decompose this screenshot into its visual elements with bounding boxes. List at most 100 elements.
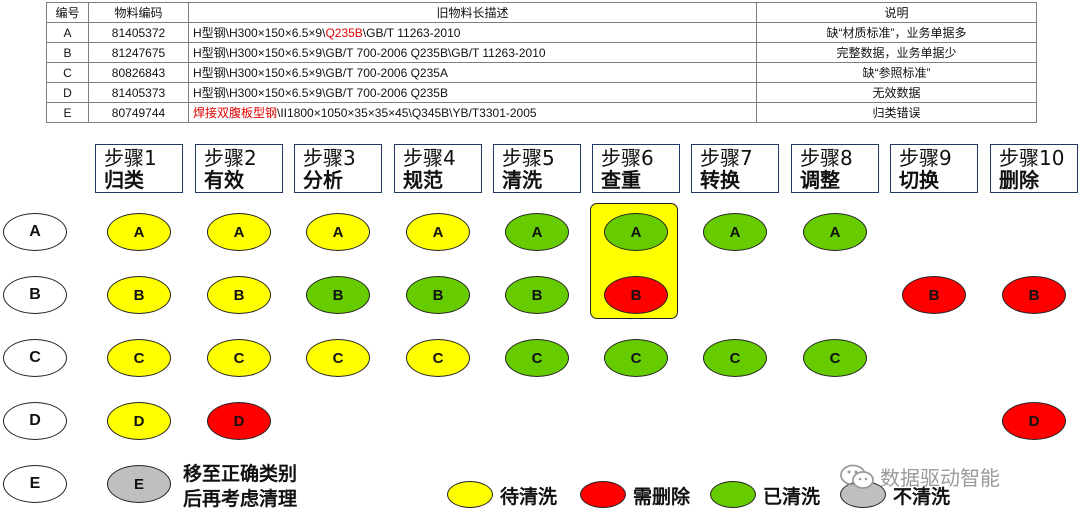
status-oval-b-step4: B — [406, 276, 470, 314]
step-number: 步骤3 — [303, 146, 356, 170]
status-oval-b-step9: B — [902, 276, 966, 314]
note-line2: 后再考虑清理 — [183, 488, 298, 510]
cell-note: 完整数据，业务单据少 — [756, 42, 1037, 63]
desc-text: H型钢\H300×150×6.5×9\GB/T 700-2006 Q235B — [193, 85, 448, 100]
desc-text: H型钢\H300×150×6.5×9\GB/T 700-2006 Q235B\G… — [193, 45, 546, 60]
status-oval-a-step1: A — [107, 213, 171, 251]
step-title: 归类 — [104, 168, 144, 192]
status-oval-b-step3: B — [306, 276, 370, 314]
status-oval-d-step2: D — [207, 402, 271, 440]
legend-label: 需删除 — [633, 486, 691, 508]
row-label-a: A — [3, 213, 67, 251]
status-oval-a-step6: A — [604, 213, 668, 251]
step-number: 步骤10 — [999, 146, 1065, 170]
step-number: 步骤1 — [104, 146, 157, 170]
row-label-d: D — [3, 402, 67, 440]
step-number: 步骤7 — [700, 146, 753, 170]
status-oval-a-step8: A — [803, 213, 867, 251]
status-oval-a-step3: A — [306, 213, 370, 251]
status-oval-c-step8: C — [803, 339, 867, 377]
legend-label: 待清洗 — [500, 486, 558, 508]
header-code: 物料编码 — [88, 2, 189, 23]
desc-text: H型钢\H300×150×6.5×9\GB/T 700-2006 Q235A — [193, 65, 448, 80]
cell-code: 81405372 — [88, 22, 189, 43]
status-oval-c-step3: C — [306, 339, 370, 377]
legend-label: 不清洗 — [893, 486, 951, 508]
step-number: 步骤6 — [601, 146, 654, 170]
legend-swatch-red — [580, 481, 626, 508]
table-header-row: 编号 物料编码 旧物料长描述 说明 — [46, 2, 1037, 23]
step-title: 有效 — [204, 168, 244, 192]
cell-desc: H型钢\H300×150×6.5×9\GB/T 700-2006 Q235A — [188, 62, 757, 83]
status-oval-a-step4: A — [406, 213, 470, 251]
note-line1: 移至正确类别 — [183, 463, 298, 485]
step-title: 清洗 — [502, 168, 542, 192]
step-title: 删除 — [999, 168, 1039, 192]
cell-desc: 焊接双腹板型钢\II1800×1050×35×35×45\Q345B\YB/T3… — [188, 102, 757, 123]
cell-code: 81405373 — [88, 82, 189, 103]
header-desc: 旧物料长描述 — [188, 2, 757, 23]
step-number: 步骤9 — [899, 146, 952, 170]
step-title: 查重 — [601, 168, 641, 192]
cell-note: 缺“材质标准”，业务单据多 — [756, 22, 1037, 43]
step-title: 转换 — [700, 168, 740, 192]
status-oval-c-step5: C — [505, 339, 569, 377]
desc-text: \II1800×1050×35×35×45\Q345B\YB/T3301-200… — [277, 105, 537, 120]
cell-desc: H型钢\H300×150×6.5×9\GB/T 700-2006 Q235B — [188, 82, 757, 103]
wechat-icon — [840, 464, 874, 489]
row-label-e: E — [3, 465, 67, 503]
cell-code: 81247675 — [88, 42, 189, 63]
legend-label: 已清洗 — [763, 486, 821, 508]
cell-note: 缺“参照标准” — [756, 62, 1037, 83]
cell-code: 80749744 — [88, 102, 189, 123]
desc-highlight: 焊接双腹板型钢 — [193, 105, 278, 120]
step-number: 步骤5 — [502, 146, 555, 170]
watermark: 数据驱动智能 — [840, 462, 1000, 491]
status-oval-b-step5: B — [505, 276, 569, 314]
cell-id: D — [46, 82, 89, 103]
legend-swatch-green — [710, 481, 756, 508]
status-oval-b-step6: B — [604, 276, 668, 314]
status-oval-b-step2: B — [207, 276, 271, 314]
desc-text: \GB/T 11263-2010 — [362, 25, 461, 40]
cell-id: A — [46, 22, 89, 43]
status-oval-b-step10: B — [1002, 276, 1066, 314]
cell-id: B — [46, 42, 89, 63]
step-title: 切换 — [899, 168, 939, 192]
status-oval-a-step5: A — [505, 213, 569, 251]
step-title: 规范 — [403, 168, 443, 192]
row-e-note: 移至正确类别 后再考虑清理 — [183, 462, 297, 512]
step-title: 分析 — [303, 168, 343, 192]
cell-desc: H型钢\H300×150×6.5×9\Q235B\GB/T 11263-2010 — [188, 22, 757, 43]
cell-id: E — [46, 102, 89, 123]
cell-id: C — [46, 62, 89, 83]
desc-highlight: Q235B — [325, 25, 363, 40]
desc-text: H型钢\H300×150×6.5×9\ — [193, 25, 326, 40]
step-title: 调整 — [800, 168, 840, 192]
header-id: 编号 — [46, 2, 89, 23]
status-oval-a-step2: A — [207, 213, 271, 251]
status-oval-c-step2: C — [207, 339, 271, 377]
watermark-text: 数据驱动智能 — [880, 466, 1000, 490]
status-oval-c-step6: C — [604, 339, 668, 377]
row-label-c: C — [3, 339, 67, 377]
step-number: 步骤4 — [403, 146, 456, 170]
legend-swatch-yellow — [447, 481, 493, 508]
status-oval-b-step1: B — [107, 276, 171, 314]
status-oval-d-step10: D — [1002, 402, 1066, 440]
status-oval-c-step1: C — [107, 339, 171, 377]
header-note: 说明 — [756, 2, 1037, 23]
